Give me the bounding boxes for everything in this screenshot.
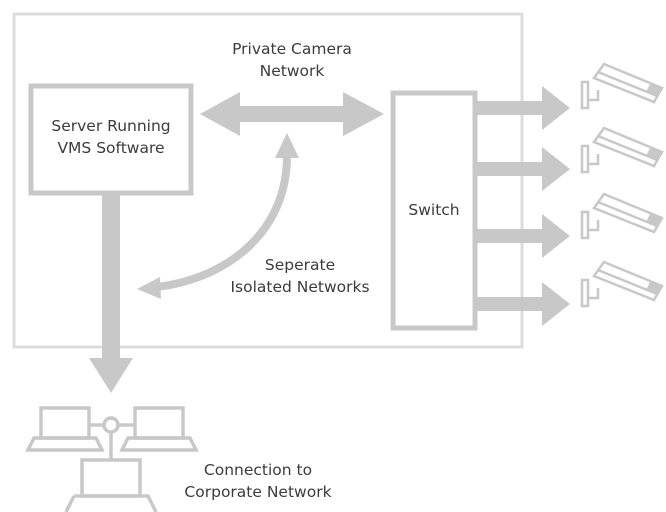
isolated-label-line-1: Seperate — [264, 256, 336, 274]
camera-arrow-2 — [477, 147, 570, 191]
camera-arrow-4 — [477, 282, 570, 326]
private-network-label-line-2: Network — [259, 62, 325, 80]
switch-label: Switch — [408, 201, 460, 219]
isolated-networks-arrow — [137, 133, 299, 299]
camera-arrow-1 — [477, 86, 570, 130]
corporate-network-label: Connection to Corporate Network — [168, 459, 348, 503]
switch-box — [390, 90, 478, 331]
isolated-label-line-2: Isolated Networks — [230, 278, 370, 296]
network-boundary — [12, 12, 524, 349]
security-camera-icon — [580, 126, 664, 174]
corporate-network-icon — [25, 406, 199, 512]
private-network-label-line-1: Private Camera — [232, 40, 352, 58]
security-camera-icon — [580, 192, 664, 240]
server-label-line-2: VMS Software — [57, 139, 165, 157]
security-camera-icon — [580, 260, 664, 308]
security-camera-icon — [580, 62, 664, 110]
camera-arrows — [477, 86, 570, 326]
server-label: Server Running VMS Software — [31, 115, 191, 159]
corporate-label-line-1: Connection to — [203, 461, 313, 479]
isolated-networks-label: Seperate Isolated Networks — [220, 254, 380, 298]
private-network-arrow — [200, 92, 384, 136]
private-network-label: Private Camera Network — [200, 38, 384, 82]
corporate-label-line-2: Corporate Network — [184, 483, 332, 501]
server-label-line-1: Server Running — [51, 117, 171, 135]
camera-arrow-3 — [477, 214, 570, 258]
server-box — [28, 83, 194, 196]
corporate-connection-arrow — [89, 195, 133, 393]
